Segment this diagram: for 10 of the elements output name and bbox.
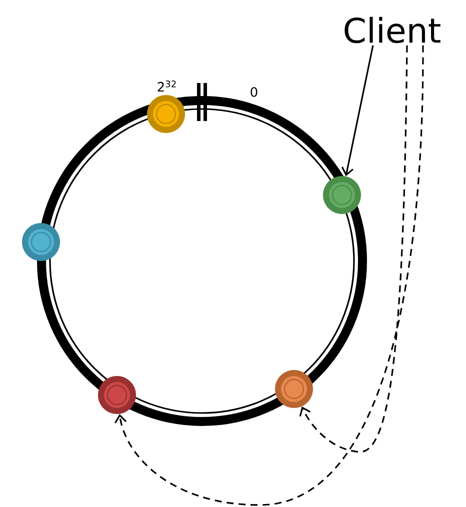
server-node (98, 376, 136, 414)
arrow (341, 45, 374, 176)
arrow (114, 45, 424, 506)
arrow (299, 45, 408, 453)
client-label: Client (344, 16, 440, 44)
axis-label: 0 (250, 87, 258, 97)
server-node (323, 176, 361, 214)
server-node (275, 370, 313, 408)
server-node (22, 223, 60, 261)
server-node (147, 95, 185, 133)
